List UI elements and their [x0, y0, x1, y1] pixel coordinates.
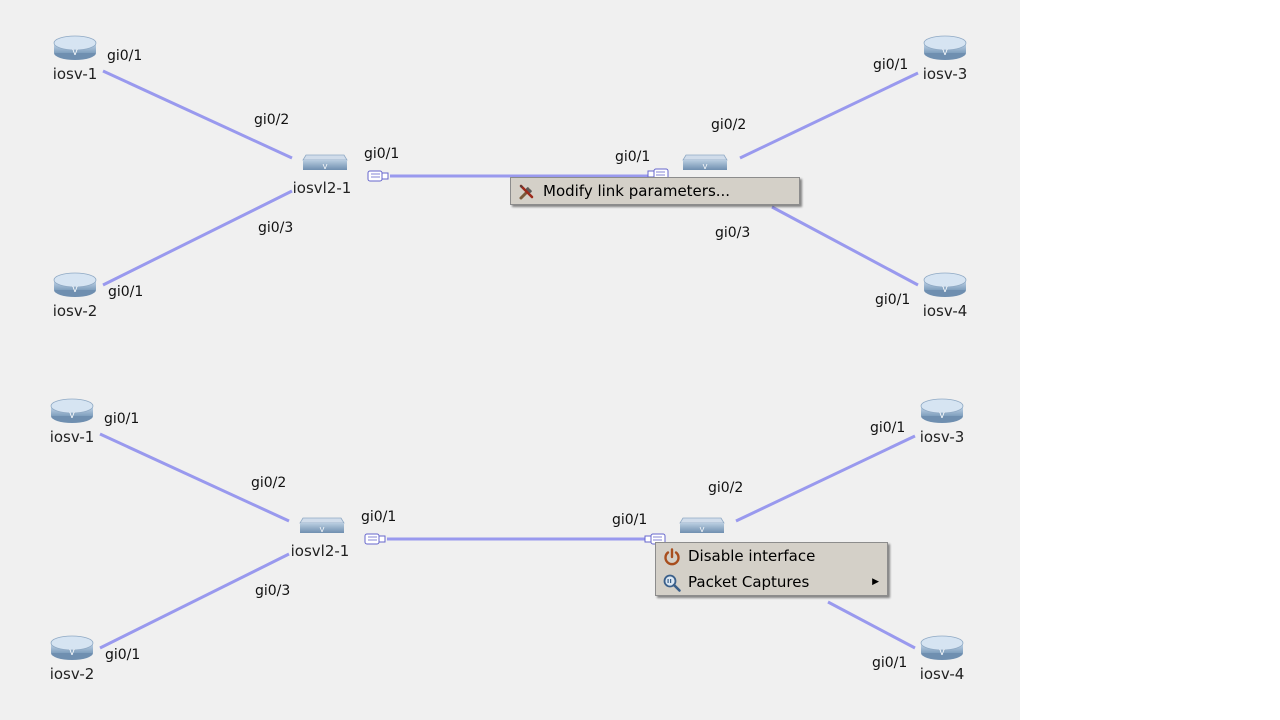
router-icon: [923, 35, 967, 61]
link-iosvl2-2-iosv3[interactable]: [739, 71, 919, 160]
interface-label: gi0/1: [615, 149, 650, 165]
interface-label: gi0/2: [708, 480, 743, 496]
device-label: iosv-1: [53, 65, 98, 83]
power-icon: [664, 548, 680, 566]
interface-label: gi0/2: [251, 475, 286, 491]
interface-label: gi0/1: [105, 647, 140, 663]
router-icon: [920, 398, 964, 424]
device-label: iosv-4: [923, 302, 968, 320]
link-iosv1-iosvl2-1[interactable]: [102, 69, 293, 160]
switch-icon: [682, 154, 728, 172]
tools-icon: [519, 184, 534, 200]
device-label: iosv-3: [923, 65, 968, 83]
interface-label: gi0/1: [107, 48, 142, 64]
disable-interface-item[interactable]: Disable interface: [656, 543, 887, 569]
interface-label: gi0/1: [612, 512, 647, 528]
link-iosv1-iosvl2-1[interactable]: [99, 432, 290, 523]
interface-label: gi0/2: [711, 117, 746, 133]
router-icon: [923, 272, 967, 298]
switch-iosvl2-2[interactable]: [679, 517, 725, 535]
menu-item-label: Modify link parameters...: [543, 182, 731, 200]
router-iosv-4[interactable]: iosv-4: [920, 635, 965, 683]
link-iosvl2-2-iosv3[interactable]: [735, 434, 916, 523]
links[interactable]: [102, 69, 919, 287]
interface-label: gi0/1: [361, 509, 396, 525]
interface-label: gi0/1: [872, 655, 907, 671]
switch-icon: [302, 154, 348, 172]
router-iosv-1[interactable]: iosv-1: [50, 398, 95, 446]
device-label: iosvl2-1: [293, 179, 352, 197]
interface-label: gi0/3: [715, 225, 750, 241]
interface-label: gi0/3: [258, 220, 293, 236]
menu-item-label: Packet Captures: [688, 573, 810, 591]
device-label: iosv-1: [50, 428, 95, 446]
interface-label: gi0/1: [104, 411, 139, 427]
link-connector-icon[interactable]: [364, 533, 386, 545]
router-iosv-3[interactable]: iosv-3: [920, 398, 965, 446]
link-iosvl2-2-iosv4[interactable]: [827, 600, 916, 650]
router-iosv-3[interactable]: iosv-3: [923, 35, 968, 83]
router-iosv-4[interactable]: iosv-4: [923, 272, 968, 320]
switch-icon: [299, 517, 345, 535]
device-label: iosv-3: [920, 428, 965, 446]
topology-2: iosv-1 iosv-2 iosv-3 iosv-4 iosvl2-1 g: [50, 398, 965, 683]
switch-icon: [679, 517, 725, 535]
device-label: iosv-2: [50, 665, 95, 683]
link-iosvl2-2-iosv4[interactable]: [771, 205, 919, 287]
router-icon: [920, 635, 964, 661]
packet-capture-icon: [663, 574, 681, 592]
interface-label: gi0/1: [870, 420, 905, 436]
modify-link-parameters-item[interactable]: Modify link parameters...: [511, 178, 799, 204]
router-icon: [50, 398, 94, 424]
interface-label: gi0/1: [873, 57, 908, 73]
interface-label: gi0/2: [254, 112, 289, 128]
router-icon: [53, 35, 97, 61]
router-iosv-1[interactable]: iosv-1: [53, 35, 98, 83]
router-icon: [53, 272, 97, 298]
router-iosv-2[interactable]: iosv-2: [53, 272, 98, 320]
router-icon: [50, 635, 94, 661]
device-label: iosv-2: [53, 302, 98, 320]
interface-label: gi0/3: [255, 583, 290, 599]
link-connector-icon[interactable]: [367, 170, 389, 182]
switch-iosvl2-1[interactable]: iosvl2-1: [293, 154, 352, 197]
router-iosv-2[interactable]: iosv-2: [50, 635, 95, 683]
interface-context-menu: Disable interface Packet Captures ▶: [655, 542, 888, 596]
submenu-arrow-icon: ▶: [872, 577, 879, 587]
interface-label: gi0/1: [364, 146, 399, 162]
menu-item-label: Disable interface: [688, 547, 816, 565]
switch-iosvl2-1[interactable]: iosvl2-1: [291, 517, 350, 560]
device-label: iosvl2-1: [291, 542, 350, 560]
interface-label: gi0/1: [875, 292, 910, 308]
link-iosv2-iosvl2-1[interactable]: [99, 552, 290, 650]
packet-captures-item[interactable]: Packet Captures ▶: [656, 569, 887, 595]
interface-label: gi0/1: [108, 284, 143, 300]
device-label: iosv-4: [920, 665, 965, 683]
links[interactable]: [99, 432, 916, 650]
link-iosv2-iosvl2-1[interactable]: [102, 189, 293, 287]
topology-canvas[interactable]: V V: [0, 0, 1020, 720]
link-context-menu: Modify link parameters...: [510, 177, 800, 205]
